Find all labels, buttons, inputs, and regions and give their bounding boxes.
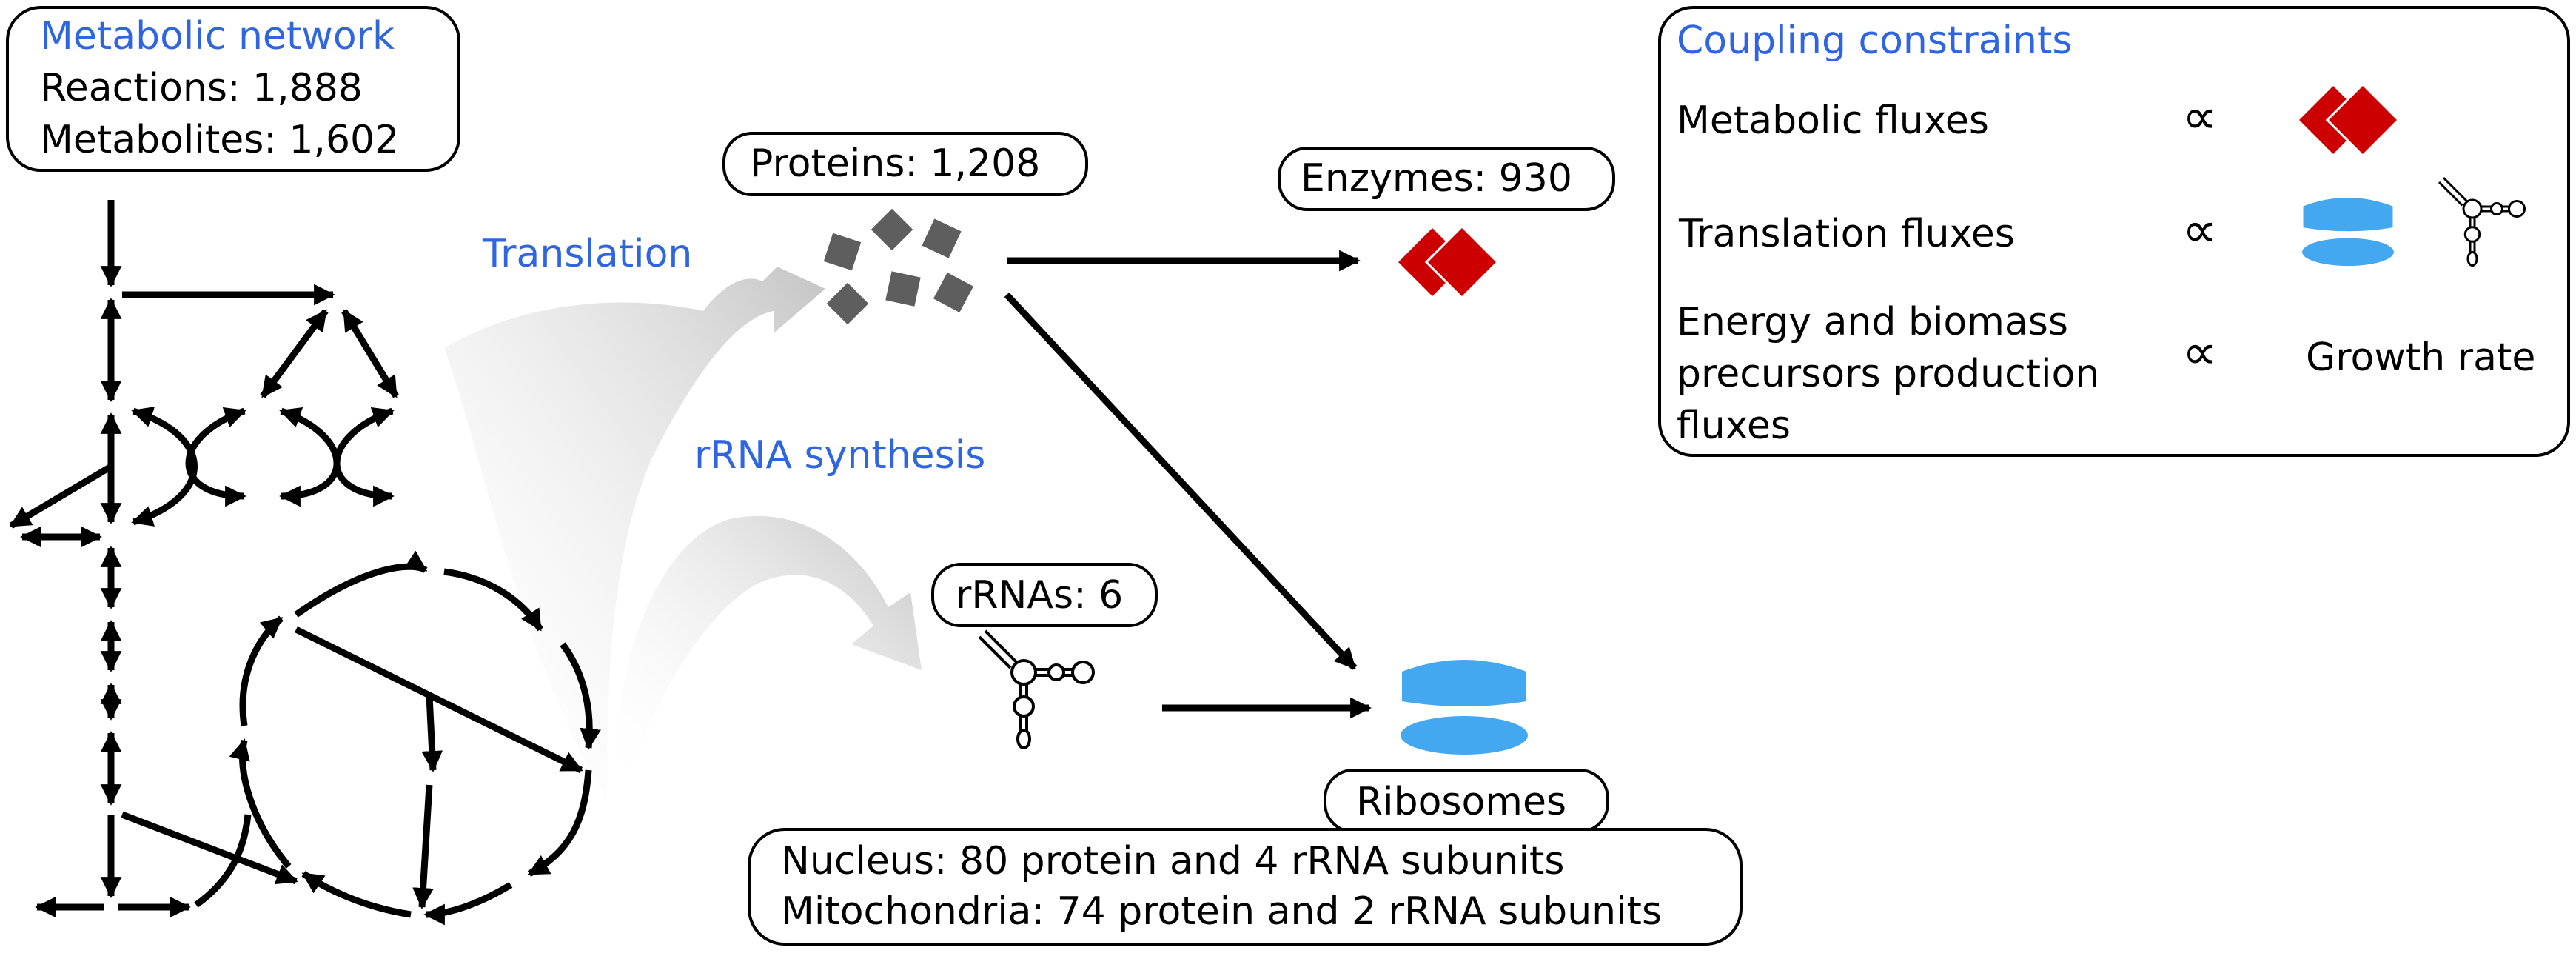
enzymes-node: Enzymes: 930 xyxy=(1278,147,1615,299)
metabolic-network-box: Metabolic network Reactions: 1,888 Metab… xyxy=(6,6,460,172)
rrnas-node: rRNAs: 6 xyxy=(931,563,1158,749)
mitochondria-subunits: Mitochondria: 74 protein and 2 rRNA subu… xyxy=(781,889,1662,934)
constraint-label-translation-fluxes: Translation fluxes xyxy=(1678,212,2015,256)
metabolic-network-title: Metabolic network xyxy=(40,14,395,59)
rrna-synthesis-label: rRNA synthesis xyxy=(694,433,985,478)
translation-flow-arrow xyxy=(444,267,825,800)
ribosome-subunits-box: Nucleus: 80 protein and 4 rRNA subunits … xyxy=(748,828,1743,946)
rrna-icon xyxy=(978,629,1095,749)
proportional-symbol: ∝ xyxy=(2182,201,2217,258)
coupling-constraints-panel: Coupling constraints Metabolic fluxes ∝ … xyxy=(1658,6,2570,457)
nucleus-subunits: Nucleus: 80 protein and 4 rRNA subunits xyxy=(781,839,1564,883)
constraint-label-energy-line-2: precursors production xyxy=(1677,352,2099,396)
proteins-node: Proteins: 1,208 xyxy=(722,132,1088,325)
constraint-label-energy-line-3: fluxes xyxy=(1677,404,1791,448)
coupling-constraints-title: Coupling constraints xyxy=(1677,19,2072,63)
constraint-label-metabolic-fluxes: Metabolic fluxes xyxy=(1677,98,1989,143)
enzymes-count: Enzymes: 930 xyxy=(1301,156,1572,201)
rrna-synthesis-flow-arrow xyxy=(617,515,922,800)
growth-rate-label: Growth rate xyxy=(2306,335,2535,380)
reactions-count: Reactions: 1,888 xyxy=(40,66,363,110)
translation-label: Translation xyxy=(482,232,692,276)
metabolites-count: Metabolites: 1,602 xyxy=(40,118,399,162)
proteins-icon xyxy=(823,208,974,325)
proteins-count: Proteins: 1,208 xyxy=(750,141,1040,186)
ribosome-icon xyxy=(1401,660,1528,755)
proportional-symbol: ∝ xyxy=(2182,324,2217,381)
ribosomes-node: Ribosomes xyxy=(1324,769,1609,833)
proportional-symbol: ∝ xyxy=(2182,88,2217,145)
metabolic-network-graph xyxy=(9,200,601,926)
constraint-label-energy-line-1: Energy and biomass xyxy=(1677,300,2068,344)
rrnas-count: rRNAs: 6 xyxy=(956,573,1123,618)
proteins-to-ribosomes-arrow xyxy=(1004,292,1358,671)
ribosomes-label: Ribosomes xyxy=(1356,780,1566,824)
enzyme-icon xyxy=(1395,225,1499,299)
